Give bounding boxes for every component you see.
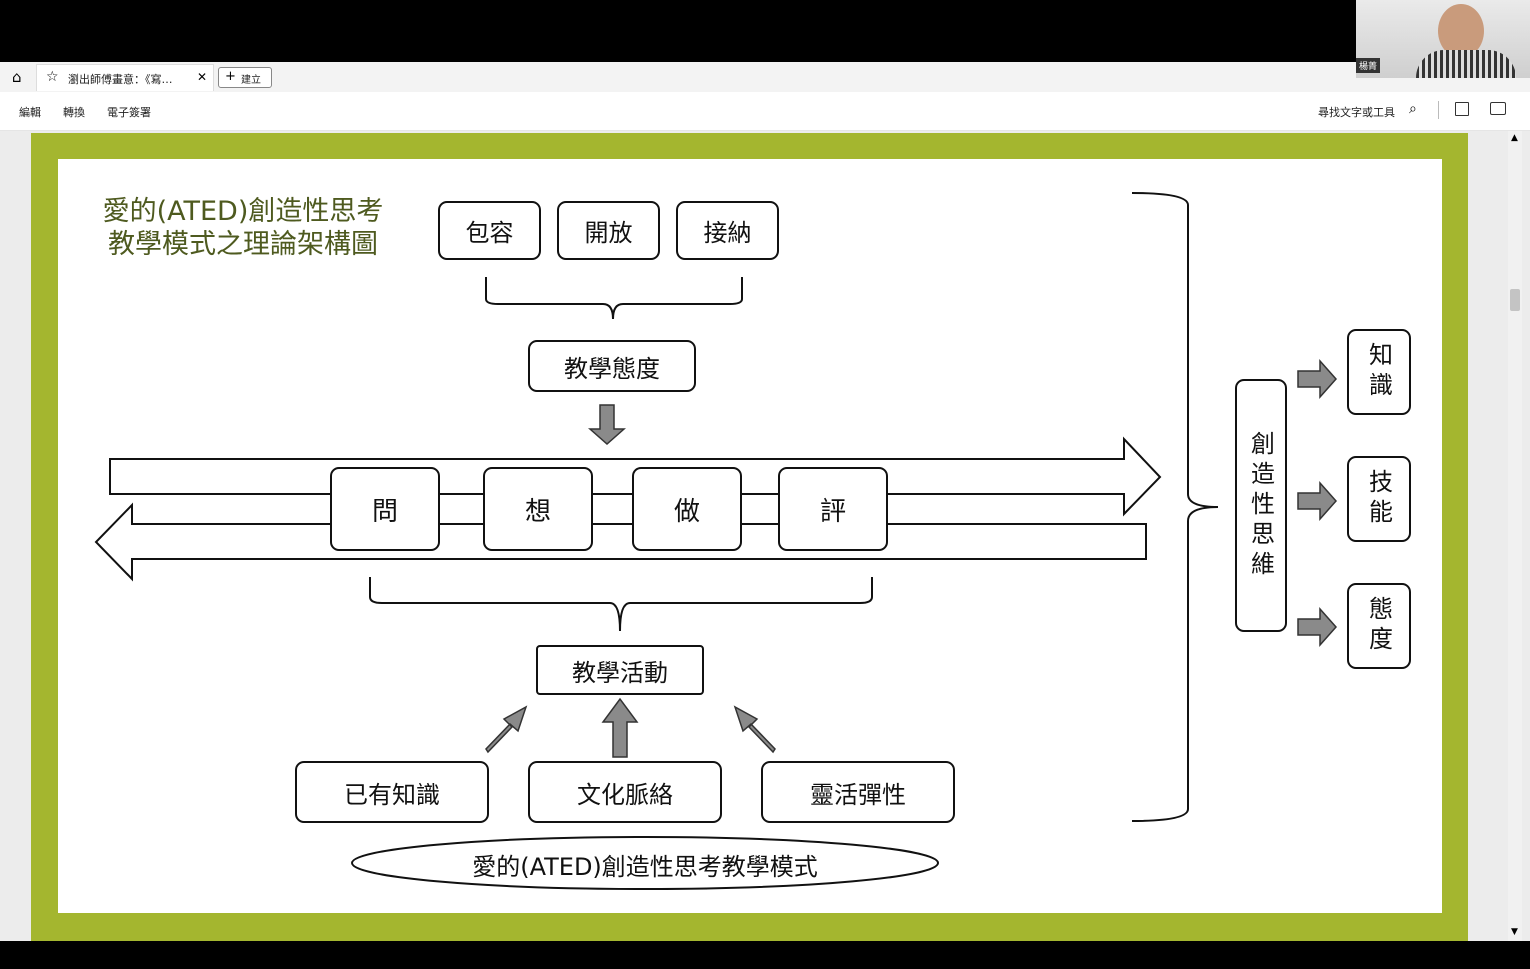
tab-title: 瀏出師傅畫意：《寫… <box>68 73 173 86</box>
right-arrow-knowledge <box>1297 359 1338 399</box>
step-ask: 問 <box>330 467 440 551</box>
close-icon[interactable]: ✕ <box>197 70 208 84</box>
title-line-1: 愛的(ATED)創造性思考 <box>102 196 384 227</box>
toolbar-divider <box>1438 101 1439 119</box>
plus-icon: + <box>225 69 236 84</box>
scroll-up-icon[interactable]: ▲ <box>1511 133 1518 143</box>
teaching-activity-box: 教學活動 <box>536 645 704 695</box>
model-name: 愛的(ATED)創造性思考教學模式 <box>472 853 818 881</box>
webcam-overlay: 楊菁 <box>1356 0 1530 78</box>
diag-arrow-right <box>733 705 776 754</box>
foundation-culture: 文化脈絡 <box>528 761 722 823</box>
person-shirt <box>1416 50 1516 78</box>
menu-convert[interactable]: 轉換 <box>63 106 85 119</box>
bottom-black-bar <box>0 941 1530 969</box>
right-arrow-skill <box>1297 481 1338 521</box>
step-do: 做 <box>632 467 742 551</box>
backward-arrow <box>94 502 1147 582</box>
attitude-box-2: 開放 <box>557 201 660 260</box>
menu-edit[interactable]: 編輯 <box>19 106 41 119</box>
person-face <box>1438 4 1484 58</box>
outcome-skill: 技能 <box>1347 456 1411 542</box>
down-arrow <box>588 404 626 446</box>
title-line-2: 教學模式之理論架構圖 <box>108 229 378 260</box>
top-black-bar <box>0 0 1530 62</box>
creative-thinking-label: 創造性思維 <box>1246 430 1275 581</box>
outcome-knowledge: 知識 <box>1347 329 1411 415</box>
outcome-attitude: 態度 <box>1347 583 1411 669</box>
outcome-attitude-label: 態度 <box>1364 596 1393 656</box>
right-arrow-attitude <box>1297 607 1338 647</box>
step-evaluate: 評 <box>778 467 888 551</box>
up-arrow <box>601 697 639 758</box>
search-tools-label[interactable]: 尋找文字或工具 <box>1318 106 1395 119</box>
slide-page: 愛的(ATED)創造性思考 教學模式之理論架構圖 包容 開放 接納 教學態度 問… <box>58 159 1442 913</box>
scroll-down-icon[interactable]: ▼ <box>1511 927 1518 937</box>
slide-title: 愛的(ATED)創造性思考 教學模式之理論架構圖 <box>78 195 408 261</box>
diag-arrow-left <box>485 705 528 754</box>
search-icon[interactable]: ⌕ <box>1409 101 1417 117</box>
right-brace <box>1131 192 1219 822</box>
save-icon[interactable] <box>1455 102 1469 116</box>
creative-thinking-box: 創造性思維 <box>1235 379 1287 632</box>
pdf-toolbar: 編輯 轉換 電子簽署 尋找文字或工具 ⌕ <box>0 92 1530 131</box>
steps-brace <box>369 577 873 632</box>
menu-esign[interactable]: 電子簽署 <box>107 106 151 119</box>
star-icon[interactable]: ☆ <box>46 69 59 85</box>
attitude-box-3: 接納 <box>676 201 779 260</box>
scrollbar-thumb[interactable] <box>1510 289 1520 311</box>
tab-bar: ⌂ ☆ 瀏出師傅畫意：《寫… ✕ + 建立 <box>0 62 1530 93</box>
tab-document[interactable]: ☆ 瀏出師傅畫意：《寫… ✕ <box>36 64 214 91</box>
outcome-knowledge-label: 知識 <box>1364 342 1393 402</box>
teaching-attitude-box: 教學態度 <box>528 340 696 392</box>
attitude-box-1: 包容 <box>438 201 541 260</box>
step-think: 想 <box>483 467 593 551</box>
attitude-brace <box>485 277 743 320</box>
model-ellipse <box>351 836 939 890</box>
print-icon[interactable] <box>1490 102 1506 115</box>
new-tab-button[interactable]: + 建立 <box>218 67 272 88</box>
vertical-scrollbar[interactable]: ▲ ▼ <box>1508 131 1522 941</box>
new-tab-label: 建立 <box>241 75 261 86</box>
webcam-name-tag: 楊菁 <box>1356 58 1381 73</box>
home-icon[interactable]: ⌂ <box>12 68 22 86</box>
outcome-skill-label: 技能 <box>1364 469 1393 529</box>
foundation-knowledge: 已有知識 <box>295 761 489 823</box>
foundation-flexibility: 靈活彈性 <box>761 761 955 823</box>
